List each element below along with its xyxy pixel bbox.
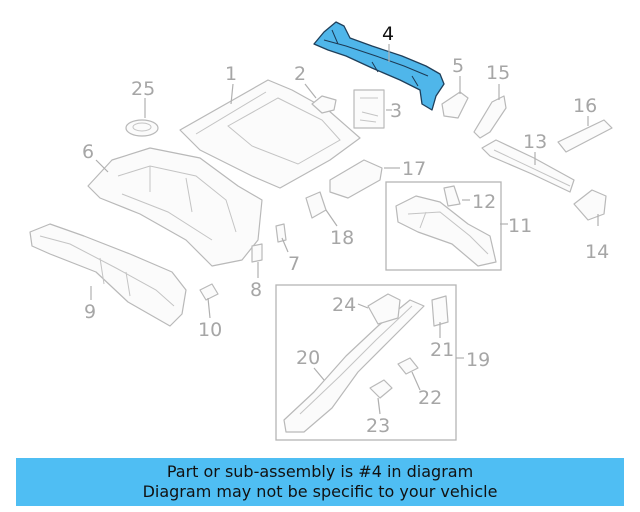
part-18[interactable] [305, 191, 327, 219]
part-13-side-rail[interactable] [481, 139, 575, 193]
callout-11: 11 [508, 215, 532, 237]
part-14[interactable] [573, 189, 607, 221]
part-4-highlighted[interactable] [313, 21, 445, 111]
banner-line-part: Part or sub-assembly is #4 in diagram [166, 462, 474, 481]
callout-9: 9 [84, 301, 96, 323]
part-17[interactable] [329, 159, 383, 199]
callout-17: 17 [402, 158, 426, 180]
info-banner: Part or sub-assembly is #4 in diagram Di… [16, 458, 624, 506]
callout-15: 15 [486, 62, 510, 84]
callout-7: 7 [288, 253, 300, 275]
part-25[interactable] [125, 119, 159, 137]
part-24[interactable] [367, 293, 401, 325]
part-15[interactable] [473, 95, 507, 139]
callout-25: 25 [131, 78, 155, 100]
callout-21: 21 [430, 339, 454, 361]
callout-5: 5 [452, 55, 464, 77]
callout-3: 3 [390, 100, 402, 122]
callout-16: 16 [573, 95, 597, 117]
callout-14: 14 [585, 241, 609, 263]
part-11-crossmember[interactable] [395, 195, 497, 267]
callout-10: 10 [198, 319, 222, 341]
part-12[interactable] [443, 185, 461, 207]
part-20-side-member[interactable] [283, 299, 425, 433]
part-21[interactable] [431, 295, 449, 327]
part-8[interactable] [251, 243, 263, 263]
part-7[interactable] [275, 223, 287, 243]
part-5[interactable] [441, 91, 469, 119]
callout-8: 8 [250, 279, 262, 301]
banner-line-disclaimer: Diagram may not be specific to your vehi… [142, 482, 498, 501]
part-6-rear-floor[interactable] [87, 147, 263, 267]
part-3[interactable] [353, 89, 385, 129]
callout-1: 1 [225, 63, 237, 85]
part-16[interactable] [557, 119, 613, 153]
callout-2: 2 [294, 63, 306, 85]
group-box-11 [385, 181, 502, 271]
callout-4: 4 [382, 23, 394, 45]
part-22[interactable] [397, 357, 419, 375]
group-box-19 [275, 284, 457, 441]
callout-18: 18 [330, 227, 354, 249]
part-10[interactable] [199, 283, 219, 301]
callout-23: 23 [366, 415, 390, 437]
part-2[interactable] [311, 95, 337, 114]
callout-12: 12 [472, 191, 496, 213]
part-9-rear-panel[interactable] [29, 223, 187, 327]
callout-20: 20 [296, 347, 320, 369]
callout-19: 19 [466, 349, 490, 371]
part-23[interactable] [369, 379, 393, 399]
callout-6: 6 [82, 141, 94, 163]
callout-22: 22 [418, 387, 442, 409]
callout-24: 24 [332, 294, 356, 316]
callout-13: 13 [523, 131, 547, 153]
